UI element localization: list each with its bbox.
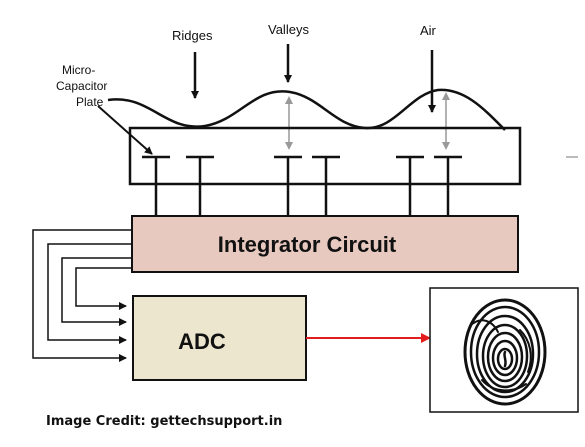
plate-label-arrow <box>97 105 153 155</box>
integrator-to-adc-wires <box>32 229 132 362</box>
wire <box>75 267 132 310</box>
air-label: Air <box>420 23 437 38</box>
wire <box>32 229 132 362</box>
plate-label-line2: Capacitor <box>56 79 107 93</box>
plate-label-line3: Plate <box>76 95 104 109</box>
micro-capacitor-plates <box>142 155 462 216</box>
adc-label: ADC <box>178 329 226 354</box>
valleys-label: Valleys <box>268 22 309 37</box>
plate-label-line1: Micro- <box>62 63 95 77</box>
fingerprint-icon <box>463 298 547 406</box>
wire <box>47 243 132 344</box>
image-credit: Image Credit: gettechsupport.in <box>46 414 283 429</box>
integrator-circuit-block <box>131 215 519 273</box>
finger-surface-wave <box>107 88 506 131</box>
ridges-label: Ridges <box>172 28 213 43</box>
adc-block <box>132 295 307 381</box>
integrator-circuit-label: Integrator Circuit <box>218 232 397 257</box>
wire <box>61 257 132 326</box>
